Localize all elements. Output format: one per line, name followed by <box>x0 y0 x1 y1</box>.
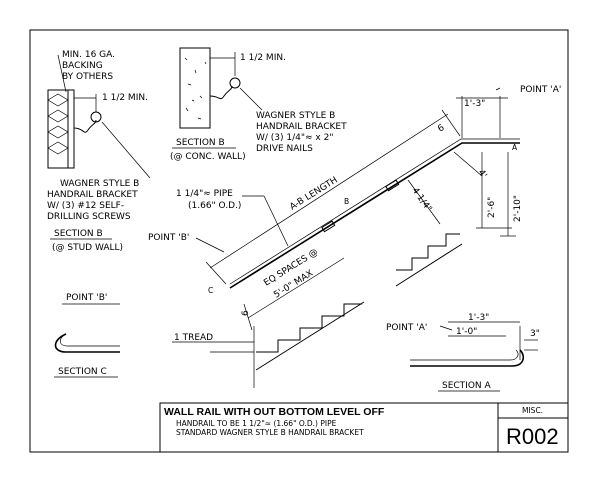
dim-1-3: 1'-3" <box>464 99 485 109</box>
stud-dim-label: 1 1/2 MIN. <box>102 93 148 103</box>
concrete-stipple <box>184 57 207 120</box>
section-a-dim-1-3: 1'-3" <box>468 313 489 323</box>
section-a-rail <box>410 349 525 367</box>
conc-bracket-note-3: W/ (3) 1/4"≈ x 2" <box>256 133 333 143</box>
section-a: POINT 'A' 1'-3" 1'-0" 3" SECTION A <box>386 313 540 392</box>
title-note-1: HANDRAIL TO BE 1 1/2"≈ (1.66" O.D.) PIPE <box>176 419 337 428</box>
stud-bracket-note-1: WAGNER STYLE B <box>60 179 139 189</box>
pipe-note-2: (1.66" O.D.) <box>188 201 241 211</box>
stair-soffit-upper <box>395 243 463 287</box>
drawing-code: R002 <box>506 424 559 449</box>
conc-section-title: SECTION B <box>176 138 225 148</box>
stud-hatch <box>47 93 69 155</box>
dim-4: 4' <box>476 168 489 180</box>
label-b: B <box>344 197 349 206</box>
backing-note-3: BY OTHERS <box>62 72 113 82</box>
section-b-stud-wall: MIN. 16 GA. BACKING BY OTHERS 1 1/2 MIN.… <box>47 50 151 253</box>
section-a-rail-edge <box>410 349 519 361</box>
dim-2-6: 2'-6" <box>487 197 497 218</box>
ab-length-label: A-B LENGTH <box>288 175 339 212</box>
stair-treads-upper <box>396 233 460 271</box>
tread-label: 1 TREAD <box>174 333 213 343</box>
point-b-label: POINT 'B' <box>148 233 189 243</box>
stud-section-subtitle: (@ STUD WALL) <box>52 243 123 253</box>
section-a-title: SECTION A <box>442 381 492 391</box>
stair-soffit-lower <box>255 301 365 371</box>
label-a: A <box>512 143 518 152</box>
dim-4-14: 4 1/4" <box>410 186 434 214</box>
category-label: MISC. <box>522 406 543 415</box>
concrete-wall <box>179 47 211 129</box>
section-c-title: SECTION C <box>58 367 107 377</box>
stud-bracket-note-3: W/ (3) #12 SELF- <box>47 201 124 211</box>
section-c-point-b: POINT 'B' <box>66 293 107 303</box>
handrail <box>229 142 520 289</box>
conc-bracket-note-2: HANDRAIL BRACKET <box>256 122 347 132</box>
stud-section-title: SECTION B <box>54 229 103 239</box>
point-a-label: POINT 'A' <box>520 85 561 95</box>
bracket-2 <box>385 179 400 192</box>
section-a-dim-3: 3" <box>530 329 540 339</box>
stair-treads-lower <box>256 303 362 353</box>
title-note-2: STANDARD WAGNER STYLE B HANDRAIL BRACKET <box>176 428 364 437</box>
backing-plate <box>67 89 75 169</box>
conc-rail-pipe <box>229 77 241 89</box>
dim-6b: 6 <box>241 310 251 316</box>
dim-2-10: 2'-10" <box>513 195 523 222</box>
section-c: POINT 'B' SECTION C <box>54 293 120 378</box>
conc-bracket-note-1: WAGNER STYLE B <box>256 111 335 121</box>
section-a-dim-1-0: 1'-0" <box>456 327 477 337</box>
section-a-point-a: POINT 'A' <box>386 323 427 333</box>
conc-dim-label: 1 1/2 MIN. <box>240 53 286 63</box>
title-block: WALL RAIL WITH OUT BOTTOM LEVEL OFF HAND… <box>159 402 569 453</box>
conc-bracket-arm <box>209 85 233 100</box>
stud-bracket-note-4: DRILLING SCREWS <box>47 212 131 222</box>
section-c-rail-edge <box>59 333 120 347</box>
backing-note-2: BACKING <box>62 61 103 71</box>
main-elevation: POINT 'A' 1'-3" 6 A 4' 2'-6" 2'-10" 4 1/… <box>148 85 561 388</box>
ab-length-dim <box>209 113 449 269</box>
bracket-arm <box>73 119 97 133</box>
conc-section-subtitle: (@ CONC. WALL) <box>170 152 246 162</box>
label-c: C <box>208 286 213 295</box>
section-b-conc-wall: 1 1/2 MIN. WAGNER STYLE B HANDRAIL BRACK… <box>170 47 347 162</box>
handrail-edge <box>229 138 520 285</box>
pipe-note-1: 1 1/4"≈ PIPE <box>176 189 233 199</box>
section-c-rail <box>54 333 120 353</box>
drawing-title: WALL RAIL WITH OUT BOTTOM LEVEL OFF <box>164 406 385 418</box>
conc-bracket-note-4: DRIVE NAILS <box>256 144 313 154</box>
bracket-1 <box>321 220 336 233</box>
stud-bracket-note-2: HANDRAIL BRACKET <box>47 190 138 200</box>
dim-6: 6 <box>436 123 446 135</box>
backing-note-1: MIN. 16 GA. <box>62 50 115 60</box>
